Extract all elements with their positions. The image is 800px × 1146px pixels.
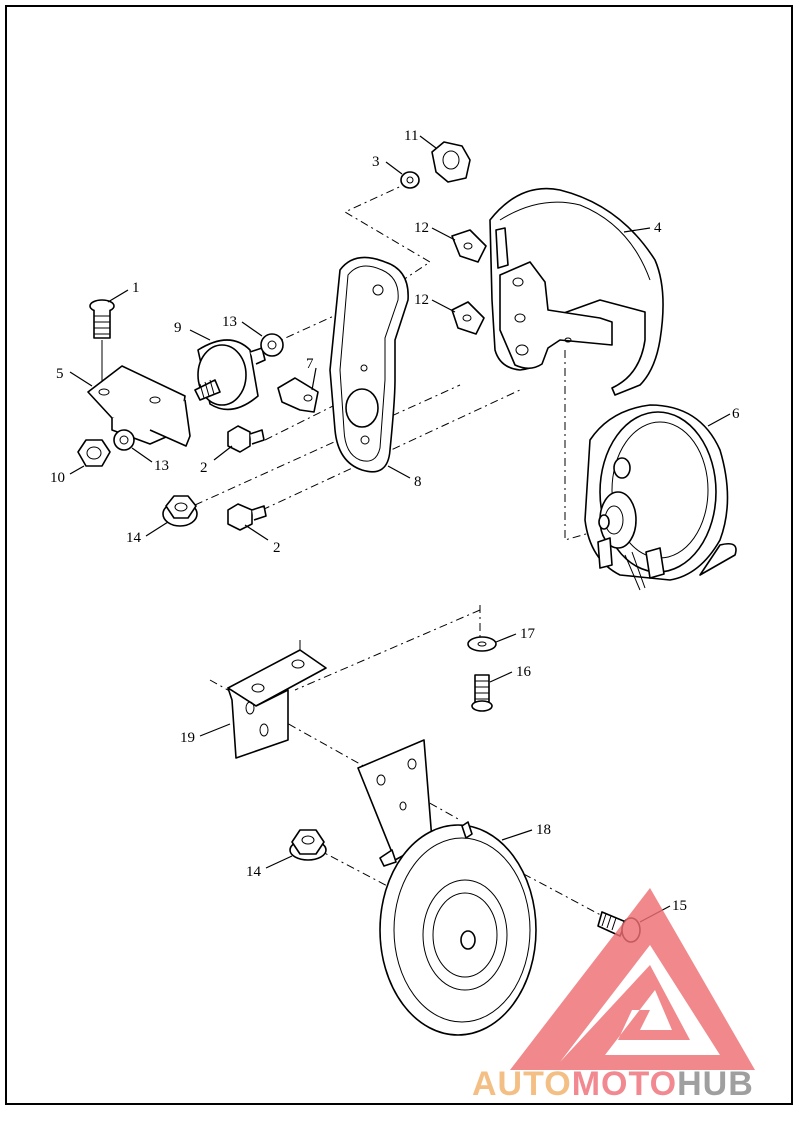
part-plate-8 bbox=[329, 256, 409, 473]
part-flange-nut-14-upper bbox=[162, 495, 198, 527]
callout-12-upper: 12 bbox=[414, 220, 429, 236]
watermark-auto-text: AUTO bbox=[472, 1065, 572, 1103]
callout-18: 18 bbox=[536, 822, 551, 838]
part-horn-6 bbox=[584, 404, 737, 591]
watermark-triangle-icon bbox=[510, 888, 755, 1070]
callout-labels: 1 2 2 3 4 5 6 7 8 9 10 11 12 12 13 13 14… bbox=[50, 128, 740, 914]
callout-10: 10 bbox=[50, 470, 65, 486]
part-bolt-2-upper bbox=[227, 425, 265, 453]
svg-text:AUTOMOTOHUB: AUTOMOTOHUB bbox=[472, 1065, 754, 1103]
callout-17: 17 bbox=[520, 626, 536, 642]
part-nut-10 bbox=[77, 439, 111, 467]
callout-3: 3 bbox=[372, 154, 380, 170]
part-clip-7 bbox=[277, 377, 319, 413]
callout-9: 9 bbox=[174, 320, 182, 336]
part-flange-nut-14-lower bbox=[289, 829, 327, 861]
part-disc-horn-18 bbox=[357, 739, 537, 1036]
callout-2-upper: 2 bbox=[200, 460, 208, 476]
part-bracket-19 bbox=[227, 640, 327, 759]
callout-11: 11 bbox=[404, 128, 418, 144]
diagram-frame bbox=[5, 5, 793, 1105]
callout-2-lower: 2 bbox=[273, 540, 281, 556]
watermark-hub-text: HUB bbox=[677, 1065, 754, 1103]
part-screw-1 bbox=[89, 299, 115, 388]
callout-14-lower: 14 bbox=[246, 864, 262, 880]
part-washer-3 bbox=[400, 171, 420, 189]
callout-6: 6 bbox=[732, 406, 740, 422]
part-washer-13-upper bbox=[260, 333, 284, 357]
callout-13-lower: 13 bbox=[154, 458, 169, 474]
callout-16: 16 bbox=[516, 664, 532, 680]
part-bolt-16 bbox=[471, 674, 493, 712]
part-horn-cover-4 bbox=[489, 187, 664, 396]
watermark-moto-text: MOTO bbox=[572, 1065, 677, 1103]
part-mount-9 bbox=[194, 339, 266, 411]
callout-14-upper: 14 bbox=[126, 530, 142, 546]
part-speed-nut-12-upper bbox=[451, 229, 487, 263]
callout-7: 7 bbox=[306, 356, 314, 372]
part-bracket-5 bbox=[87, 365, 191, 447]
callout-13-upper: 13 bbox=[222, 314, 237, 330]
callout-19: 19 bbox=[180, 730, 195, 746]
part-washer-13-lower bbox=[113, 429, 135, 451]
watermark-logo: AUTOMOTOHUB bbox=[472, 888, 755, 1103]
part-speed-nut-12-lower bbox=[451, 301, 485, 335]
callout-5: 5 bbox=[56, 366, 64, 382]
part-washer-17 bbox=[467, 636, 497, 652]
callout-1: 1 bbox=[132, 280, 140, 296]
callout-15: 15 bbox=[672, 898, 687, 914]
callout-8: 8 bbox=[414, 474, 422, 490]
part-bolt-2-lower bbox=[227, 503, 267, 531]
callout-4: 4 bbox=[654, 220, 662, 236]
callout-12-lower: 12 bbox=[414, 292, 429, 308]
part-nut-11 bbox=[431, 141, 471, 183]
